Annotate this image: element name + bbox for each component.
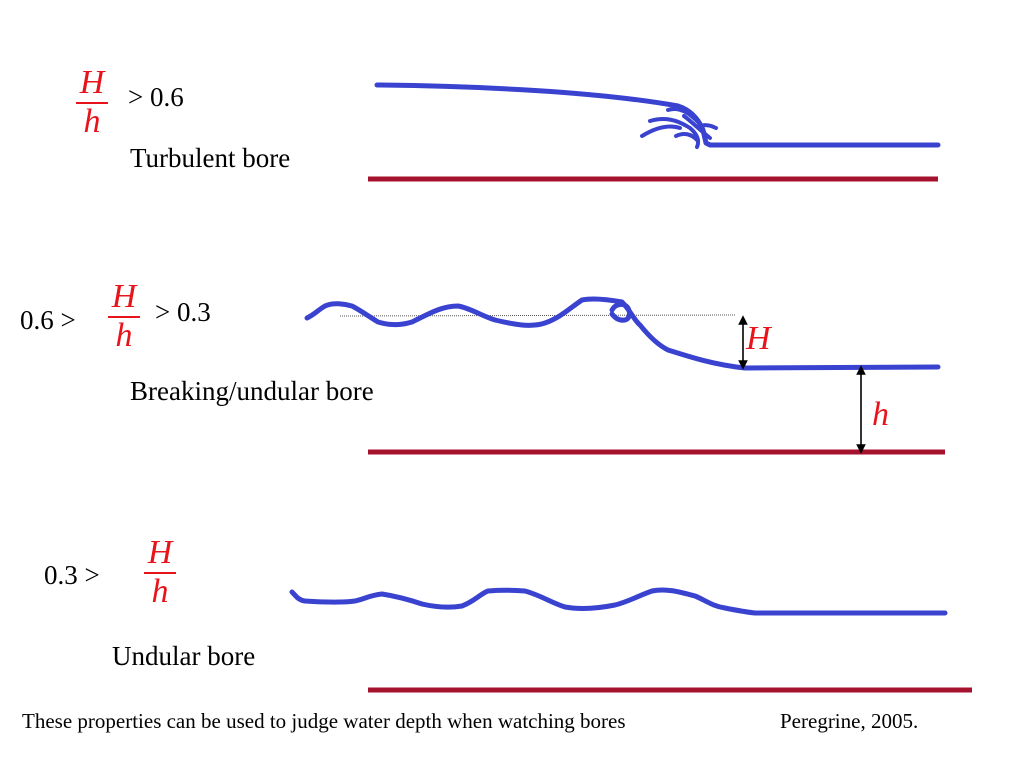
undular-threshold: 0.3 > [44,560,100,590]
turbulent-threshold: > 0.6 [128,82,184,112]
footer-citation: Peregrine, 2005. [780,709,919,733]
fraction-bar [144,572,176,574]
turbulent-ratio-fraction: H h [72,66,112,141]
turbulent-bore-label: Turbulent bore [130,143,291,173]
fraction-bar [76,102,108,104]
breaking-lower-threshold: 0.6 > [20,305,76,335]
breaking-curl [609,301,632,323]
fraction-bar [108,316,140,318]
fraction-denominator: h [151,573,169,610]
undular-ratio-fraction: H h [140,536,180,611]
crest-reference-line [339,314,736,317]
breaking-undular-bore-label: Breaking/undular bore [130,376,374,406]
breaking-water-surface [304,296,941,371]
undular-bore-figure [289,587,972,693]
fraction-numerator: H [79,64,105,101]
breaking-ratio-fraction: H h [104,280,144,355]
fraction-numerator: H [147,534,173,571]
footer-note: These properties can be used to judge wa… [22,709,626,733]
breaking-upper-threshold: > 0.3 [155,297,211,327]
undular-water-surface [289,587,948,616]
turbulent-breaking-front [640,107,718,149]
fraction-denominator: h [83,103,101,140]
depth-label: h [872,396,889,433]
fraction-denominator: h [115,317,133,354]
undular-bore-label: Undular bore [112,641,256,671]
breaking-undular-bore-figure [304,296,945,455]
turbulent-bore-figure [368,82,941,182]
turbulent-water-surface [374,82,941,148]
height-label: H [746,320,771,357]
fraction-numerator: H [111,278,137,315]
